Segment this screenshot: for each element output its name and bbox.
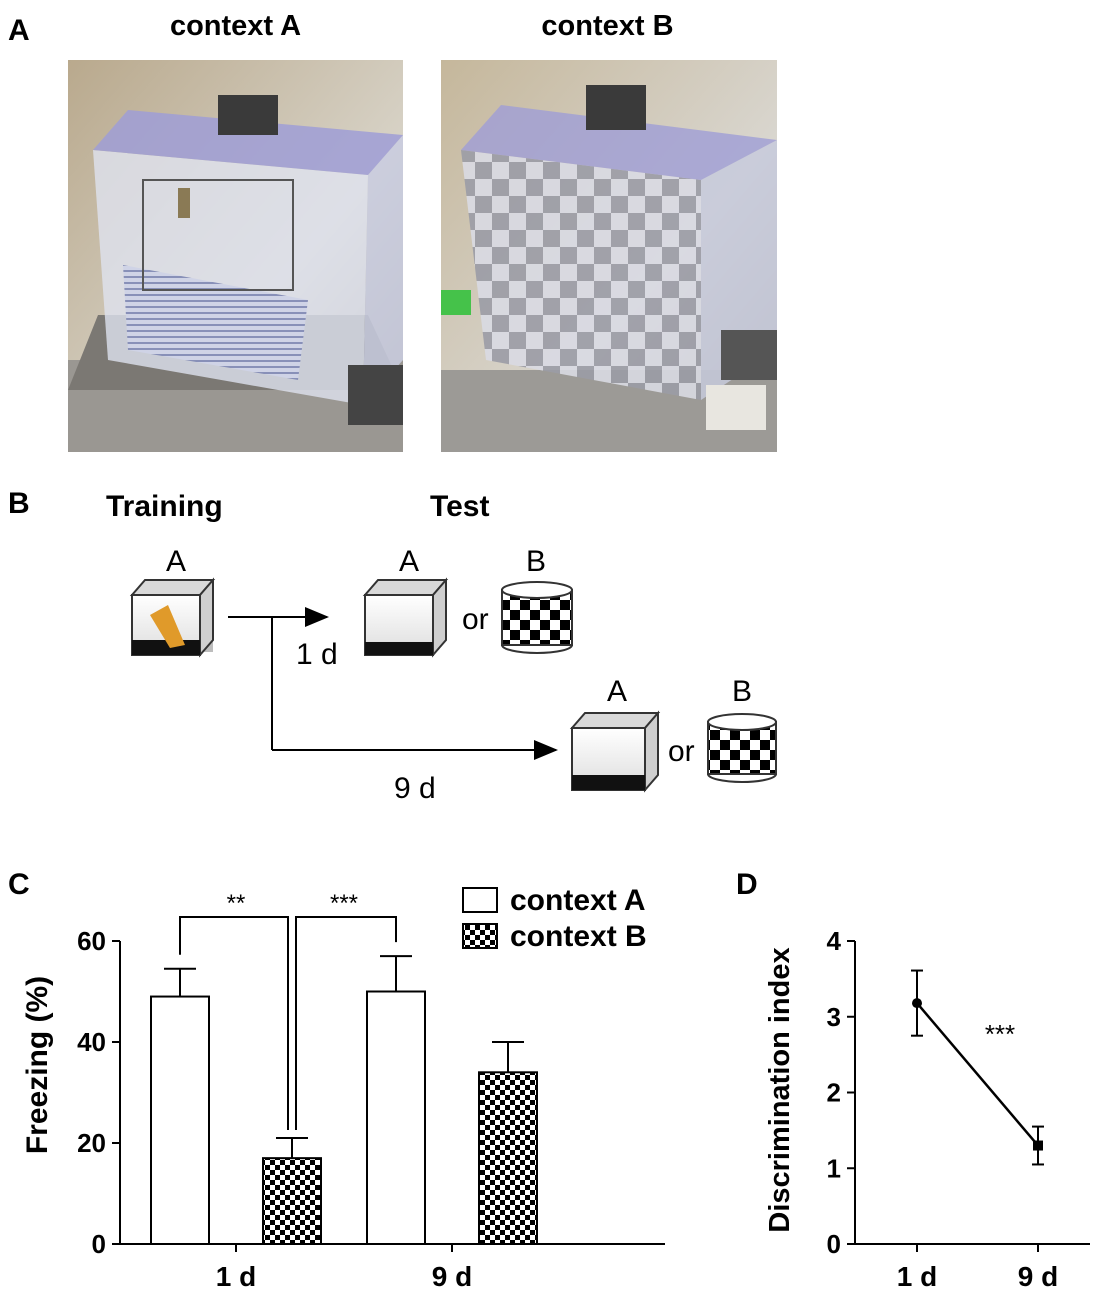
discrimination-point [912,998,922,1009]
freezing-y-tick-label: 20 [77,1128,106,1158]
significance-label: *** [330,890,358,917]
discrimination-series-line [916,1002,1039,1147]
photo-context-a [68,60,403,452]
test9-context-a-letter: A [606,675,627,708]
freezing-y-axis-label: Freezing (%) [21,976,54,1154]
test1-cube-a [362,577,449,658]
test9-cylinder-b [707,713,777,783]
freezing-bar [262,1157,322,1246]
test9-cube-a [569,710,661,793]
freezing-bar [150,995,210,1245]
training-label: Training [106,490,223,523]
discrimination-y-tick-label: 0 [827,1229,841,1259]
discrimination-y-tick-label: 1 [827,1153,841,1183]
photo-title-context-a: context A [169,10,302,42]
mouse-icon [150,605,185,648]
photo-context-a-illustration [68,60,403,452]
test1-context-a-letter: A [398,545,419,578]
delay-label-1d: 1 d [296,638,338,671]
discrimination-y-tick-label: 2 [827,1078,841,1108]
photo-context-b-illustration [441,60,777,452]
discrimination-x-tick-label: 9 d [1018,1261,1058,1292]
significance-bracket-cross [295,916,397,1130]
freezing-y-tick-label: 40 [77,1027,106,1057]
freezing-y-tick-label: 0 [92,1229,106,1259]
panel-label-d: D [736,868,758,901]
or-label-1d: or [462,603,489,636]
photo-context-b [441,60,777,452]
freezing-bar [478,1071,538,1246]
legend-swatch [462,923,498,949]
training-cube-a [129,577,216,658]
discrimination-significance-label: *** [985,1019,1015,1049]
photo-title-context-b: context B [541,10,674,42]
test-label: Test [430,490,490,523]
freezing-bar [366,990,426,1245]
significance-label: ** [227,890,246,917]
legend-swatch [462,887,498,913]
test1-context-b-letter: B [525,545,546,578]
freezing-x-tick-label: 9 d [432,1261,472,1292]
panel-label-c: C [8,868,30,901]
panel-label-a: A [8,14,30,47]
legend-label: context B [510,920,647,953]
delay-label-9d: 9 d [394,772,436,805]
discrimination-index-chart: 0 1 2 3 4 1 d 9 d *** Discrimination index [764,926,1090,1292]
significance-bracket-1d [179,916,289,1130]
test1-cylinder-b [501,581,573,654]
discrimination-y-axis-label: Discrimination index [764,947,796,1232]
training-context-letter: A [165,545,186,578]
panel-label-b: B [8,487,30,520]
discrimination-y-tick-label: 4 [827,926,842,956]
experimental-design-diagram [129,577,777,793]
freezing-x-tick-label: 1 d [216,1261,256,1292]
or-label-9d: or [668,735,695,768]
discrimination-point [1033,1140,1043,1151]
legend-label: context A [510,884,646,917]
test9-context-b-letter: B [731,675,752,708]
discrimination-x-tick-label: 1 d [897,1261,937,1292]
freezing-y-tick-label: 60 [77,926,106,956]
discrimination-y-tick-label: 3 [827,1002,841,1032]
